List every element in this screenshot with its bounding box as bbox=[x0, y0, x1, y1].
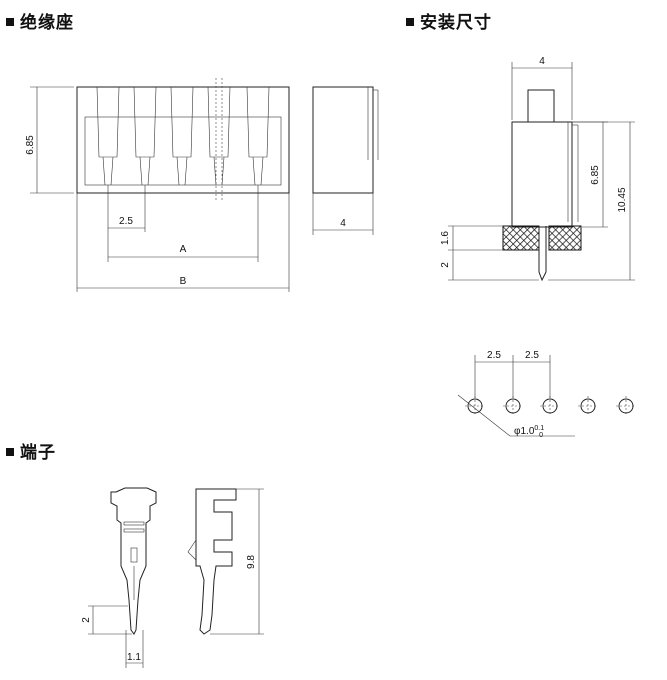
terminal-length-label: 9.8 bbox=[246, 555, 257, 569]
mounting-side-view: 4 6.85 10.45 1.6 2 bbox=[440, 56, 635, 282]
mount-pin-label: 2 bbox=[440, 262, 451, 268]
housing-dim-a-label: A bbox=[180, 244, 187, 255]
terminal-tip-label: 2 bbox=[81, 617, 92, 623]
housing-front-view: 6.85 2.5 A B bbox=[25, 78, 290, 292]
mount-total-label: 10.45 bbox=[617, 187, 628, 212]
housing-side-view: 4 bbox=[312, 86, 379, 235]
mount-height-label: 6.85 bbox=[590, 165, 601, 185]
section-title-housing: 绝缘座 bbox=[6, 8, 74, 33]
terminal-side-view: 9.8 bbox=[187, 488, 264, 635]
terminal-width-label: 1.1 bbox=[127, 652, 141, 663]
housing-height-label: 6.85 bbox=[25, 135, 36, 155]
housing-pitch-label: 2.5 bbox=[119, 216, 133, 227]
housing-depth-label: 4 bbox=[340, 218, 346, 229]
section-title-terminal: 端子 bbox=[6, 438, 56, 463]
mount-width-label: 4 bbox=[539, 56, 545, 67]
terminal-front-view: 2 1.1 bbox=[81, 487, 157, 668]
section-title-mounting: 安装尺寸 bbox=[406, 8, 492, 33]
mount-board-label: 1.6 bbox=[440, 231, 451, 245]
housing-dim-b-label: B bbox=[180, 276, 187, 287]
hole-pitch-1-label: 2.5 bbox=[487, 350, 501, 361]
hole-pitch-2-label: 2.5 bbox=[525, 350, 539, 361]
